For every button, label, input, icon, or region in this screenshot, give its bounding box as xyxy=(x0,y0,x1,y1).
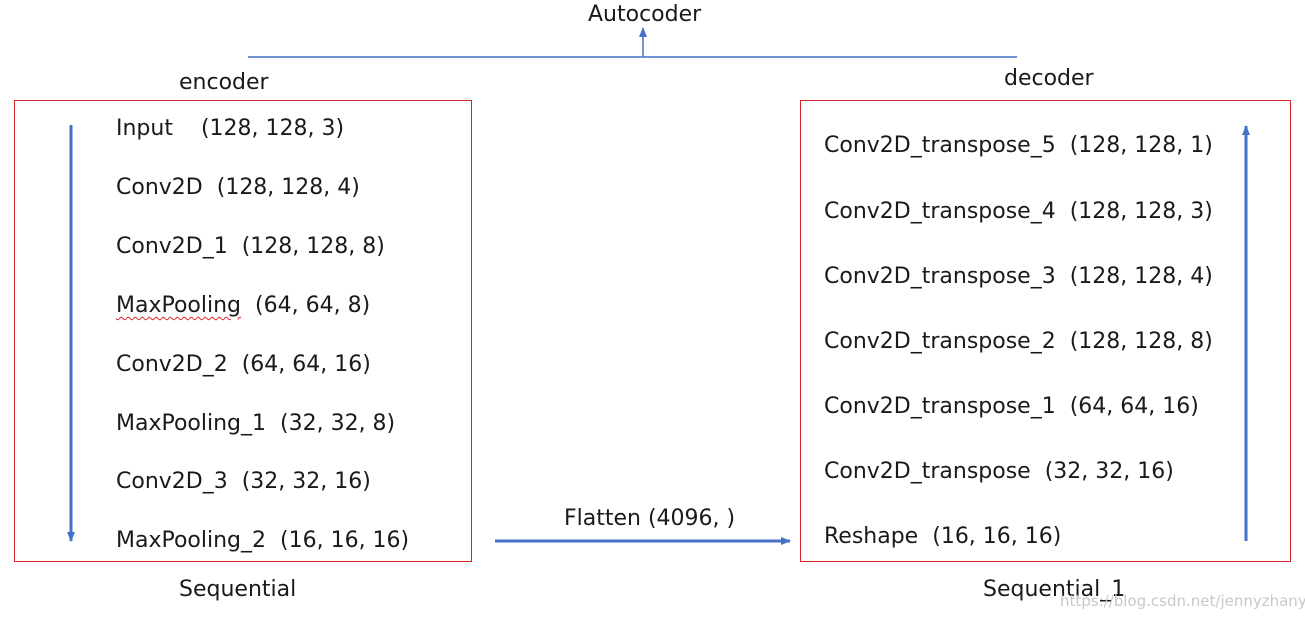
layer-name: Conv2D_transpose_2 xyxy=(824,329,1056,354)
encoder-layer: Input (128, 128, 3) xyxy=(116,116,344,142)
layer-name: Conv2D xyxy=(116,175,203,200)
layer-name: MaxPooling_2 xyxy=(116,528,267,553)
encoder-layer: MaxPooling_2 (16, 16, 16) xyxy=(116,528,409,554)
diagram-title: Autocoder xyxy=(588,2,702,27)
layer-shape: (64, 64, 16) xyxy=(1069,394,1199,419)
layer-name: Reshape xyxy=(824,524,919,549)
decoder-layer: Conv2D_transpose (32, 32, 16) xyxy=(824,459,1174,485)
layer-shape: (128, 128, 1) xyxy=(1069,133,1213,158)
layer-shape: (128, 128, 3) xyxy=(1069,199,1213,224)
decoder-layer: Conv2D_transpose_4 (128, 128, 3) xyxy=(824,199,1213,225)
layer-shape: (16, 16, 16) xyxy=(280,528,410,553)
layer-shape: (32, 32, 8) xyxy=(280,411,396,436)
decoder-box xyxy=(800,100,1291,562)
decoder-layer: Reshape (16, 16, 16) xyxy=(824,524,1061,550)
layer-shape: (32, 32, 16) xyxy=(1044,459,1174,484)
layer-name: Conv2D_1 xyxy=(116,234,228,259)
encoder-layer: MaxPooling_1 (32, 32, 8) xyxy=(116,411,395,437)
layer-shape: (64, 64, 16) xyxy=(241,352,371,377)
layer-shape: (16, 16, 16) xyxy=(932,524,1062,549)
layer-name: Conv2D_transpose_4 xyxy=(824,199,1056,224)
decoder-layer: Conv2D_transpose_1 (64, 64, 16) xyxy=(824,394,1199,420)
watermark: https://blog.csdn.net/jennyzhanyo xyxy=(1060,592,1305,610)
encoder-layer: Conv2D_3 (32, 32, 16) xyxy=(116,469,371,495)
layer-shape: (128, 128, 3) xyxy=(200,116,345,141)
flatten-label: Flatten (4096, ) xyxy=(564,506,736,531)
decoder-layer: Conv2D_transpose_2 (128, 128, 8) xyxy=(824,329,1213,355)
layer-shape: (32, 32, 16) xyxy=(241,469,371,494)
layer-name: MaxPooling xyxy=(116,293,242,318)
decoder-label: decoder xyxy=(1004,66,1094,91)
layer-name: Conv2D_transpose_3 xyxy=(824,264,1056,289)
encoder-layer: Conv2D (128, 128, 4) xyxy=(116,175,360,201)
layer-name: Conv2D_transpose xyxy=(824,459,1031,484)
layer-name: Conv2D_transpose_5 xyxy=(824,133,1056,158)
encoder-layer: MaxPooling (64, 64, 8) xyxy=(116,293,370,319)
layer-shape: (128, 128, 8) xyxy=(241,234,385,259)
layer-name: Input xyxy=(116,116,173,141)
encoder-layer: Conv2D_2 (64, 64, 16) xyxy=(116,352,371,378)
layer-shape: (128, 128, 4) xyxy=(1069,264,1213,289)
layer-name: MaxPooling_1 xyxy=(116,411,267,436)
encoder-layer: Conv2D_1 (128, 128, 8) xyxy=(116,234,385,260)
decoder-footer: Sequential_1 xyxy=(983,577,1126,602)
layer-shape: (128, 128, 4) xyxy=(216,175,360,200)
encoder-box xyxy=(14,100,472,562)
encoder-label: encoder xyxy=(179,70,269,95)
layer-name: Conv2D_3 xyxy=(116,469,228,494)
encoder-footer: Sequential xyxy=(179,577,297,602)
layer-name: Conv2D_transpose_1 xyxy=(824,394,1056,419)
decoder-layer: Conv2D_transpose_3 (128, 128, 4) xyxy=(824,264,1213,290)
layer-shape: (64, 64, 8) xyxy=(255,293,371,318)
decoder-layer: Conv2D_transpose_5 (128, 128, 1) xyxy=(824,133,1213,159)
layer-shape: (128, 128, 8) xyxy=(1069,329,1213,354)
layer-name: Conv2D_2 xyxy=(116,352,228,377)
